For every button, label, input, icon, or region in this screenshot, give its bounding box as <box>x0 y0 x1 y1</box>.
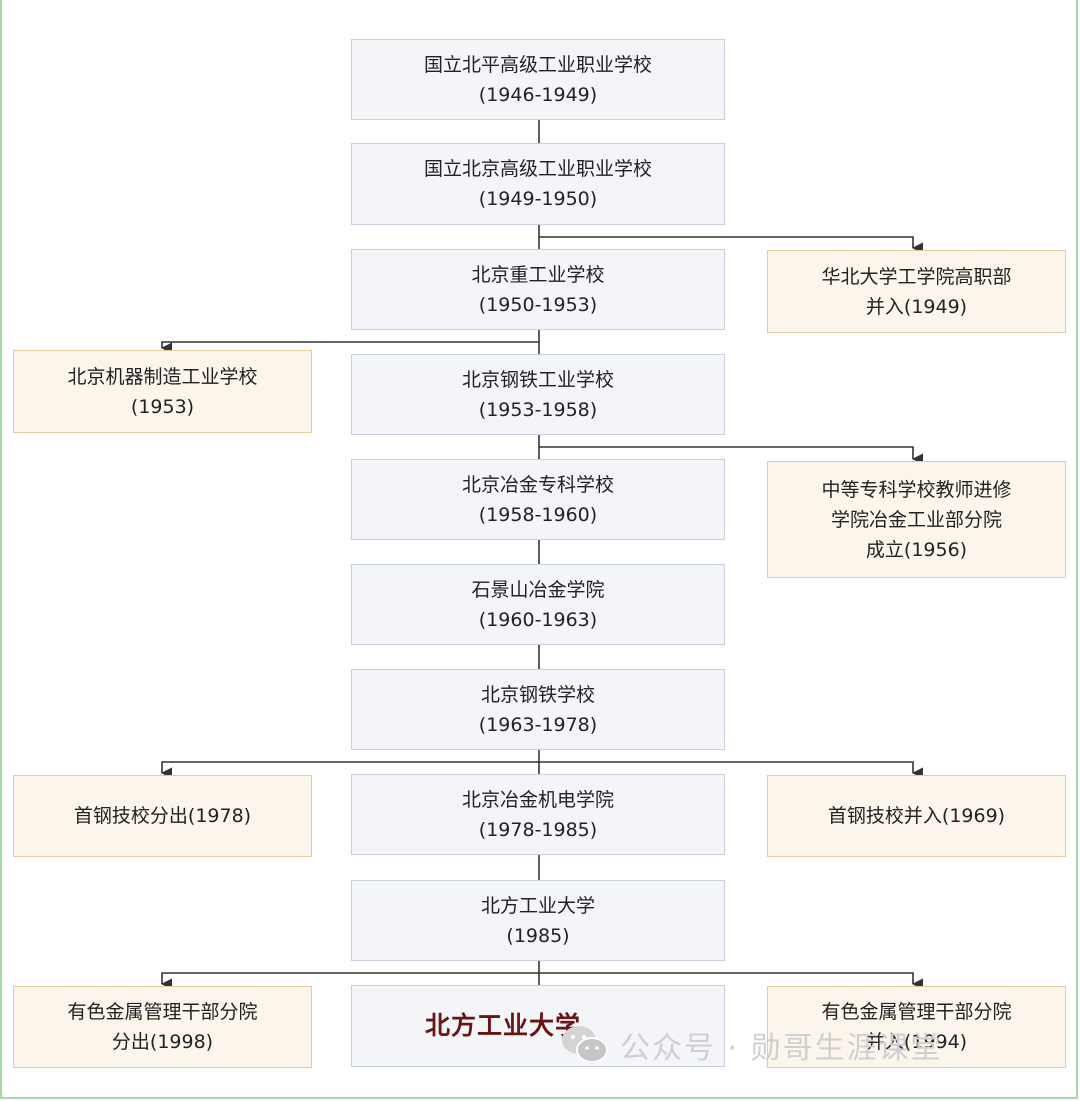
event-text: 分出(1998) <box>111 1031 214 1053</box>
timeline-box: 北京钢铁学校 (1963-1978) <box>351 669 725 750</box>
branch-connector <box>160 972 539 990</box>
side-event-box: 有色金属管理干部分院 分出(1998) <box>13 986 312 1068</box>
timeline-box: 石景山冶金学院 (1960-1963) <box>351 564 725 645</box>
school-name: 北方工业大学 <box>480 894 595 917</box>
event-text: 学院冶金工业部分院 <box>830 508 1002 531</box>
branch-connector <box>539 446 924 465</box>
school-name: 北京钢铁学校 <box>480 683 595 706</box>
event-text: 首钢技校分出(1978) <box>73 805 252 827</box>
school-years: (1958-1960) <box>478 503 598 526</box>
event-text: 首钢技校并入(1969) <box>827 805 1006 827</box>
school-name: 石景山冶金学院 <box>471 578 605 601</box>
branch-connector <box>539 236 924 254</box>
side-event-box: 华北大学工学院高职部 并入(1949) <box>767 250 1066 333</box>
wechat-icon <box>562 1026 608 1063</box>
school-years: (1985) <box>506 924 570 947</box>
side-event-box: 首钢技校分出(1978) <box>13 775 312 857</box>
event-text: 有色金属管理干部分院 <box>821 1001 1012 1023</box>
school-years: (1950-1953) <box>478 293 598 316</box>
school-name: 北京重工业学校 <box>471 263 605 286</box>
event-text: 北京机器制造工业学校 <box>67 365 258 388</box>
event-text: (1953) <box>130 395 195 418</box>
school-years: (1960-1963) <box>478 608 598 631</box>
side-event-box: 中等专科学校教师进修 学院冶金工业部分院 成立(1956) <box>767 461 1066 578</box>
branch-connector <box>160 341 539 354</box>
watermark: 公众号 · 勋哥生涯课堂 <box>560 1022 943 1068</box>
event-text: 华北大学工学院高职部 <box>821 265 1012 288</box>
timeline-box: 国立北京高级工业职业学校 (1949-1950) <box>351 143 725 225</box>
event-text: 成立(1956) <box>865 538 968 561</box>
side-event-box: 有色金属管理干部分院 并入(1994) <box>767 986 1066 1068</box>
school-years: (1978-1985) <box>478 818 598 841</box>
final-timeline-box: 北方工业大学 <box>351 985 725 1067</box>
event-text: 并入(1949) <box>865 295 968 318</box>
school-years: (1953-1958) <box>478 398 598 421</box>
school-name: 北京钢铁工业学校 <box>461 368 614 391</box>
timeline-box: 北京冶金专科学校 (1958-1960) <box>351 459 725 540</box>
side-event-box: 首钢技校并入(1969) <box>767 775 1066 857</box>
side-event-box: 北京机器制造工业学校 (1953) <box>13 350 312 433</box>
school-name: 国立北京高级工业职业学校 <box>423 158 652 180</box>
school-years: (1949-1950) <box>478 188 598 210</box>
final-school-name: 北方工业大学 <box>424 1011 581 1040</box>
branch-connector <box>539 761 924 779</box>
branch-connector <box>539 972 924 990</box>
school-name: 北京冶金机电学院 <box>461 788 614 811</box>
watermark-text: 公众号 · 勋哥生涯课堂 <box>620 1031 943 1066</box>
event-text: 有色金属管理干部分院 <box>67 1001 258 1023</box>
timeline-box: 国立北平高级工业职业学校 (1946-1949) <box>351 39 725 120</box>
school-years: (1963-1978) <box>478 713 598 736</box>
school-name: 北京冶金专科学校 <box>461 473 614 496</box>
timeline-box: 北京重工业学校 (1950-1953) <box>351 249 725 330</box>
school-name: 国立北平高级工业职业学校 <box>423 53 652 76</box>
timeline-box: 北京钢铁工业学校 (1953-1958) <box>351 354 725 435</box>
school-years: (1946-1949) <box>478 83 598 106</box>
event-text: 中等专科学校教师进修 <box>821 478 1012 501</box>
timeline-box: 北方工业大学 (1985) <box>351 880 725 961</box>
branch-connector <box>160 761 539 779</box>
timeline-box: 北京冶金机电学院 (1978-1985) <box>351 774 725 855</box>
event-text: 并入(1994) <box>865 1031 968 1053</box>
